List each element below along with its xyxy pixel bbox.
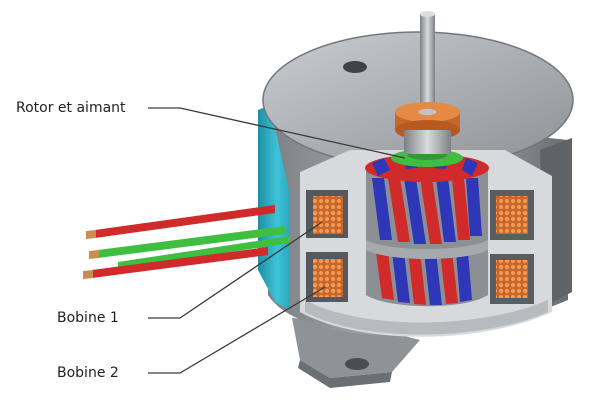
leader-lines — [148, 107, 406, 374]
rotor-leader — [148, 107, 406, 159]
mounting-hole — [343, 61, 367, 73]
coil1-winding — [313, 196, 343, 234]
rotor-teeth-lower — [376, 252, 472, 305]
wire-green-1 — [98, 226, 285, 258]
wire-red-2 — [92, 247, 268, 278]
top-cover — [263, 32, 573, 168]
rotor-assembly — [365, 149, 489, 307]
flange-hole — [345, 358, 369, 370]
coil2-leader — [148, 286, 326, 374]
shaft — [395, 11, 460, 154]
right-coil-windows — [490, 190, 534, 304]
wire-red-1 — [95, 205, 275, 238]
coil1-label: Bobine 1 — [57, 310, 119, 326]
wire-green-2 — [118, 236, 290, 269]
coil1-leader — [148, 221, 323, 319]
rotor-label: Rotor et aimant — [16, 100, 126, 116]
left-coil-windows — [306, 190, 348, 302]
rotor-teeth-upper — [372, 178, 482, 244]
coil2-label: Bobine 2 — [57, 365, 119, 381]
lead-wires — [83, 205, 290, 279]
